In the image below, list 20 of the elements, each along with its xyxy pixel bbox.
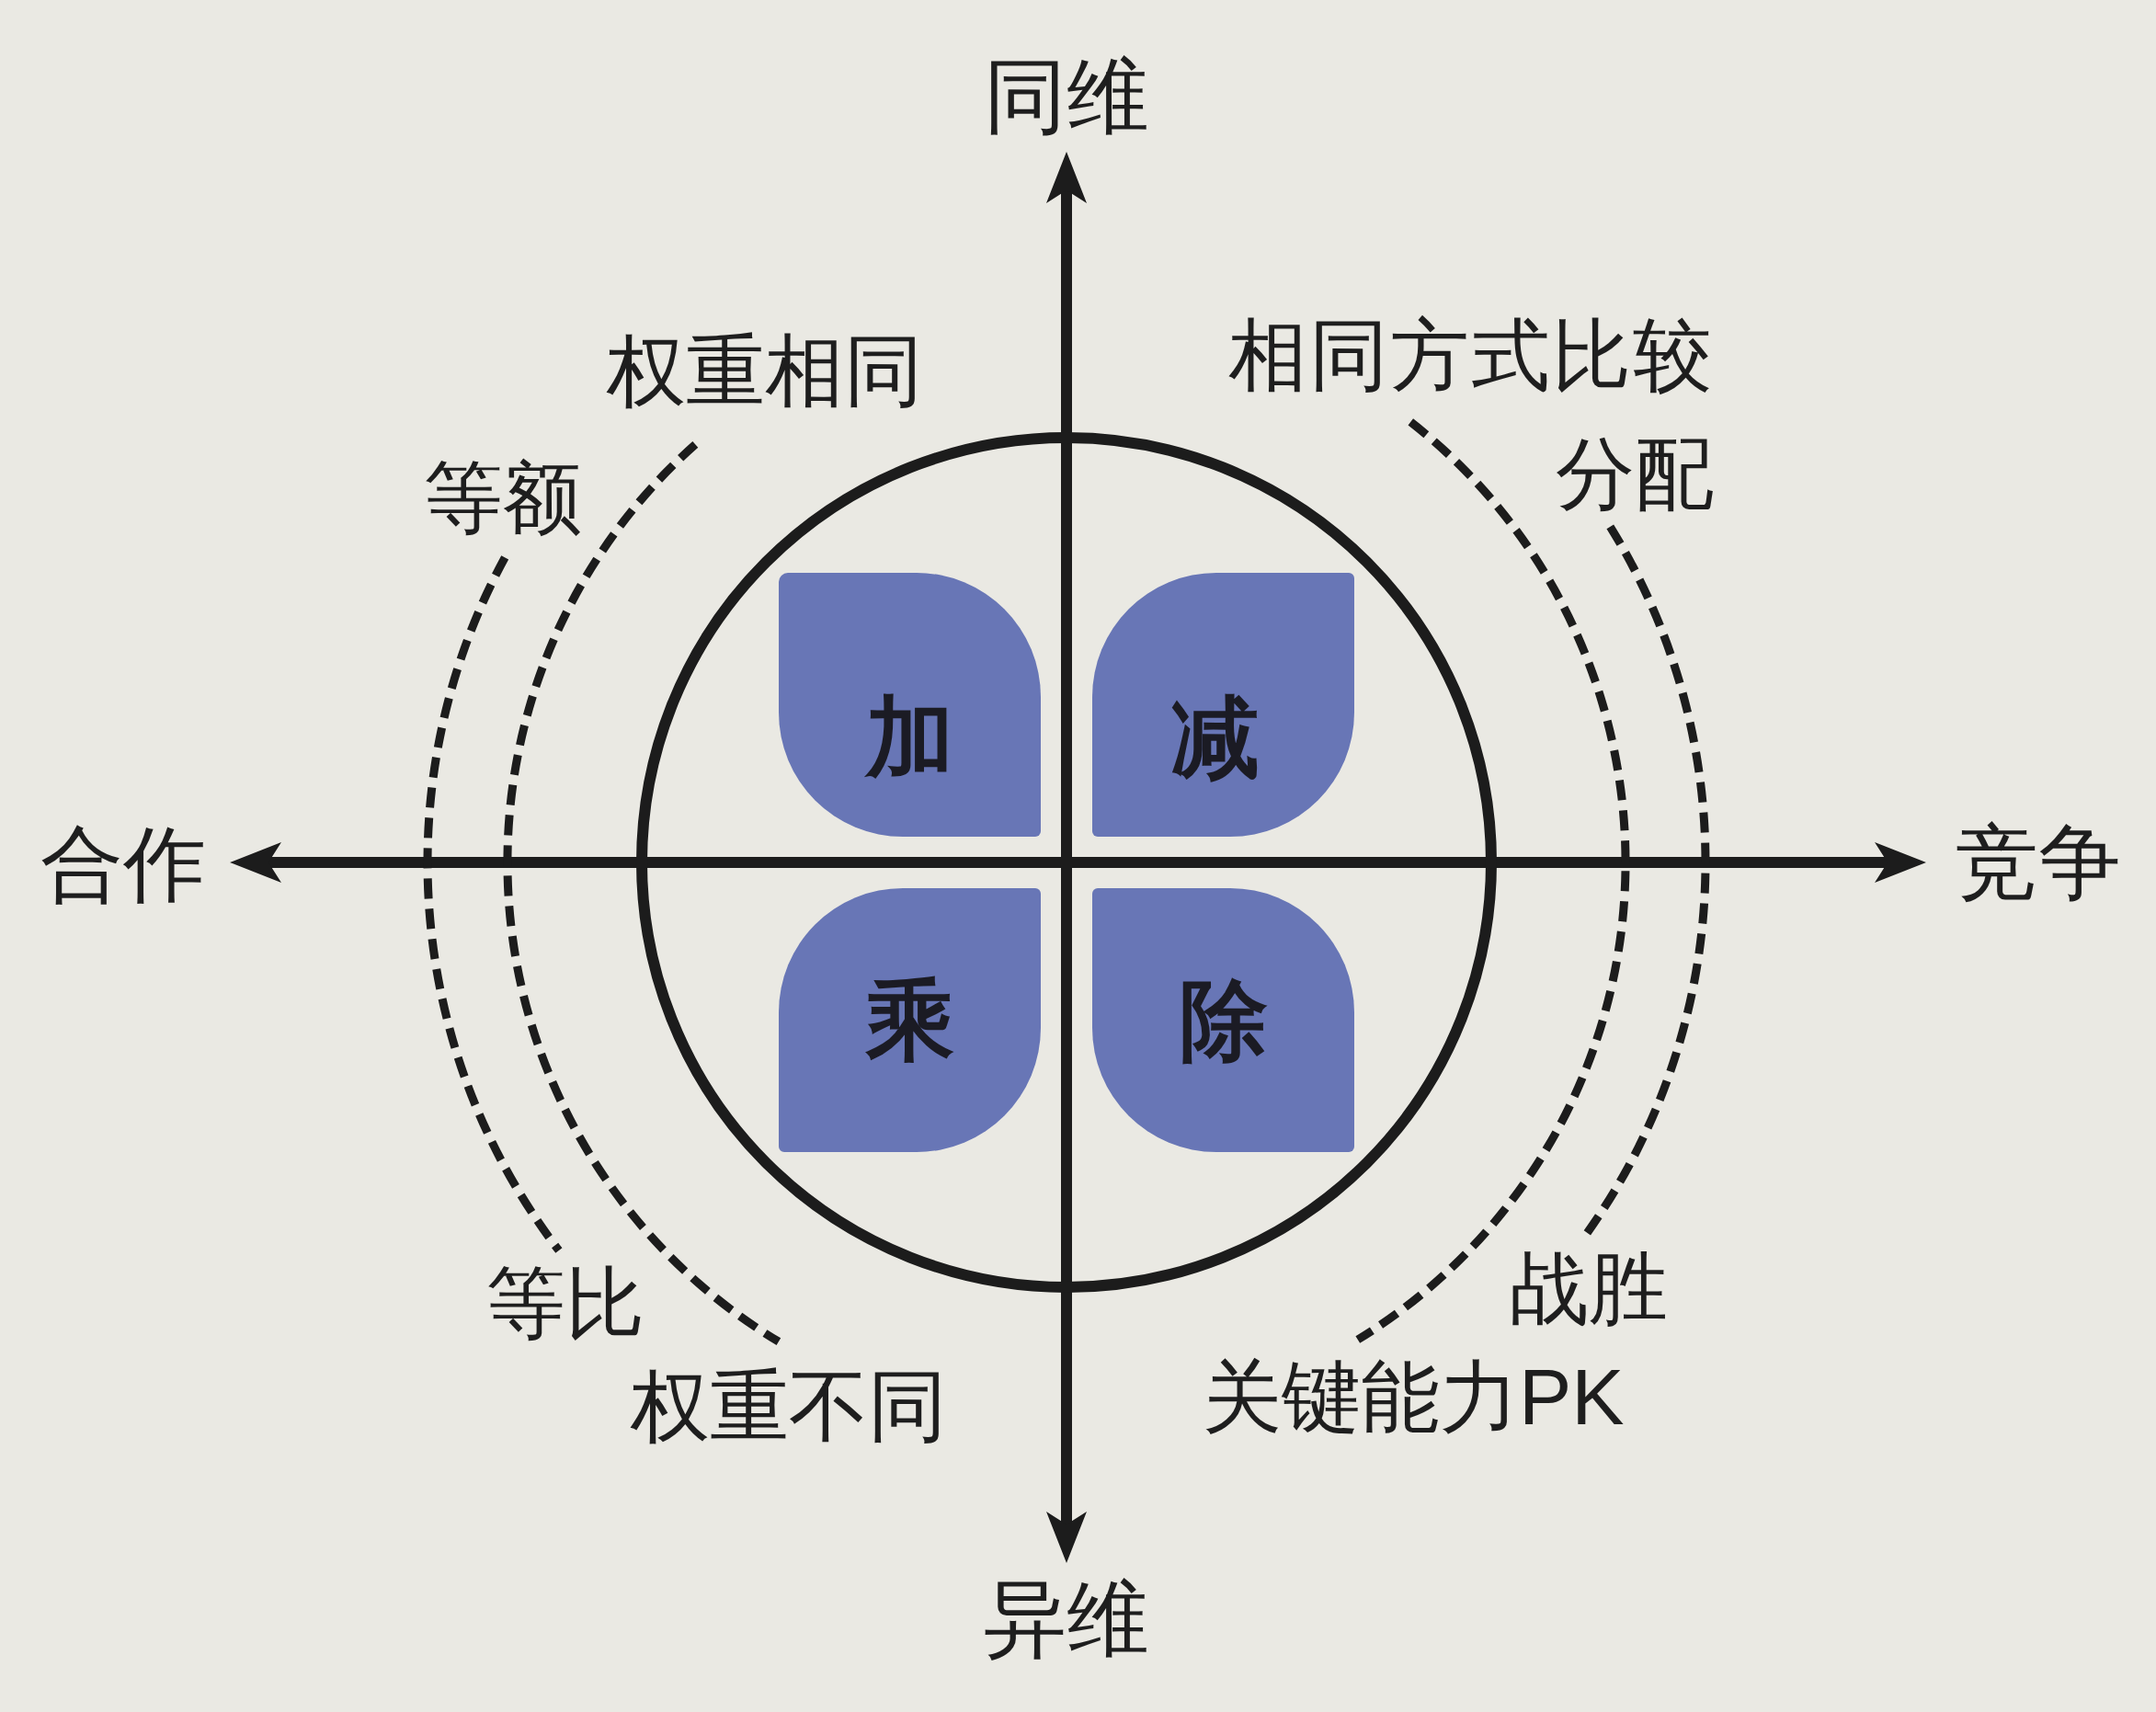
operation-label: 加 xyxy=(865,692,954,782)
axis-label: 竞争 xyxy=(1956,821,2121,904)
operation-label: 除 xyxy=(1179,976,1268,1065)
operation-label: 乘 xyxy=(865,976,954,1065)
leaf-shape xyxy=(1092,573,1354,837)
arc-end-label: 等比 xyxy=(486,1263,645,1342)
axis-label: 合作 xyxy=(40,823,206,906)
arc-end-label: 相同方式比较 xyxy=(1228,315,1714,394)
arc-end-label: 分配 xyxy=(1556,434,1714,513)
leaf-shape xyxy=(779,573,1041,837)
axis-label: 同维 xyxy=(984,55,1149,138)
operation-label: 减 xyxy=(1170,692,1260,782)
arc-end-label: 战胜 xyxy=(1510,1249,1668,1328)
leaf-shape xyxy=(1092,888,1354,1152)
arc-end-label: 关键能力PK xyxy=(1203,1357,1625,1436)
arc-end-label: 权重相同 xyxy=(607,331,923,410)
arc-end-label: 等额 xyxy=(424,458,582,537)
arc-end-label: 权重不同 xyxy=(631,1366,947,1445)
leaf-shape xyxy=(779,888,1041,1152)
axis-label: 异维 xyxy=(984,1578,1149,1661)
